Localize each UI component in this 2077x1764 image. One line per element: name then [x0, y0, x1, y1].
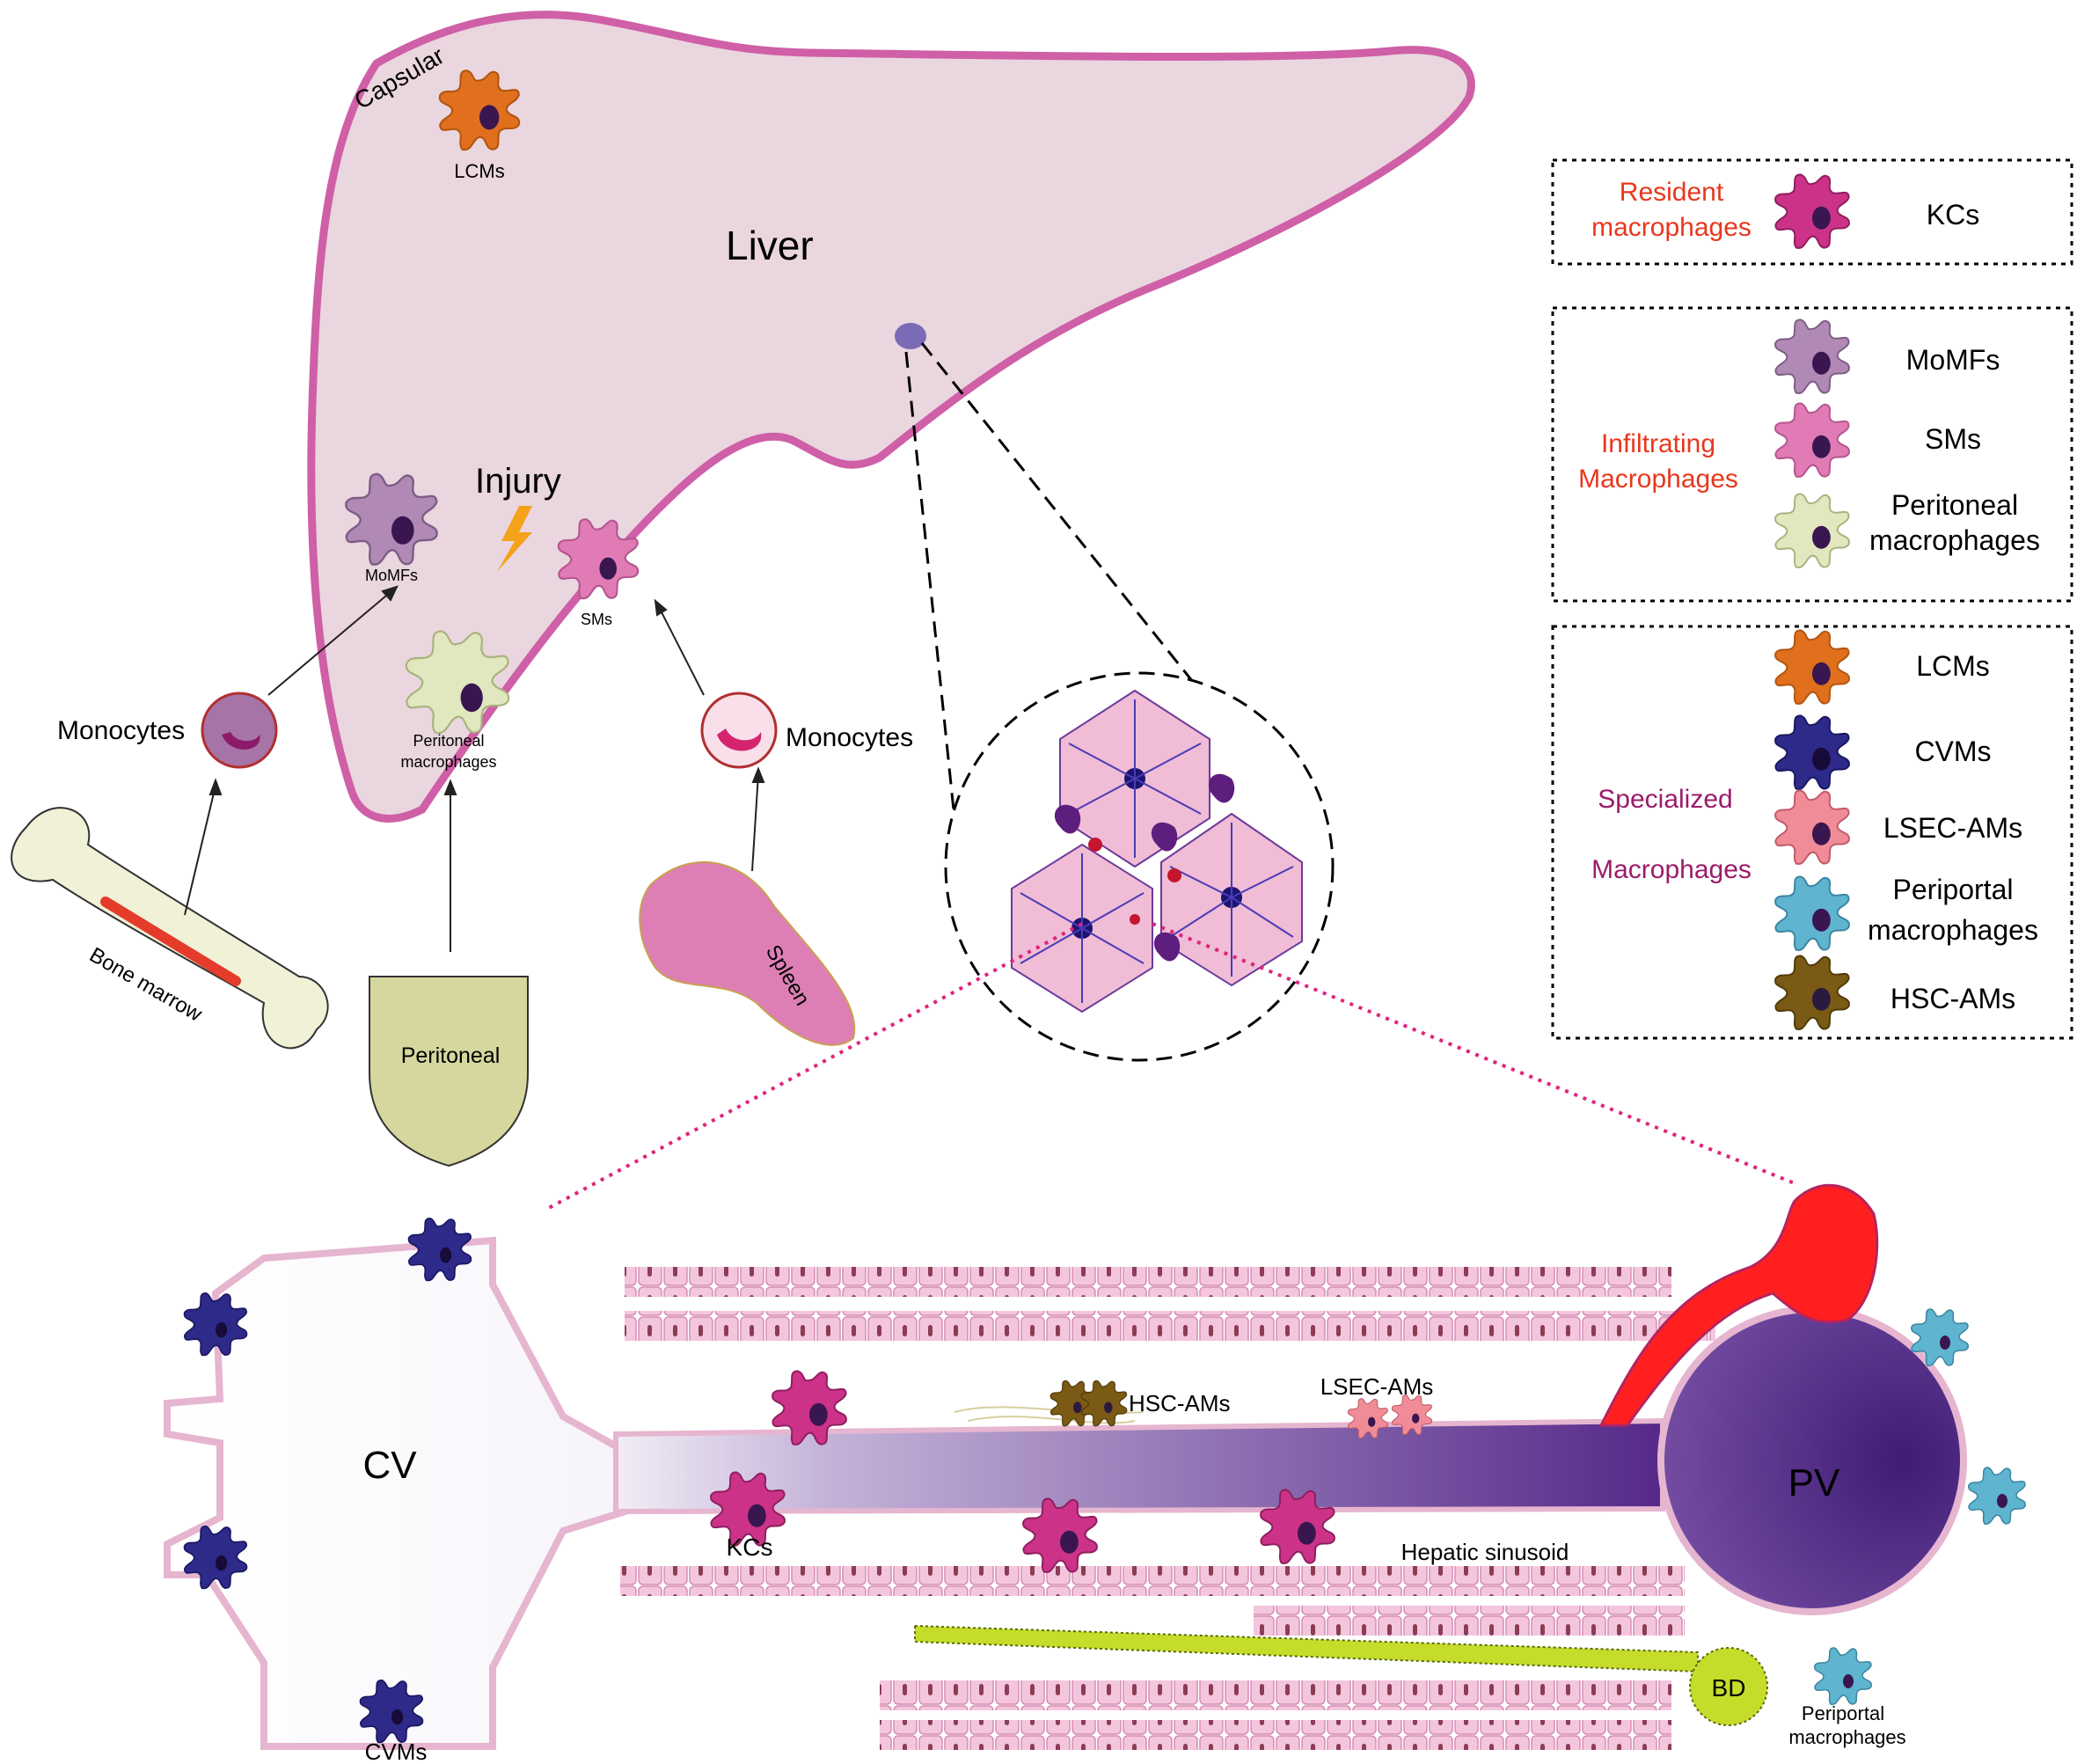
lsec-am-cell	[1391, 1394, 1433, 1436]
kc-cell	[710, 1471, 786, 1547]
zoom-origin-dot	[895, 323, 926, 349]
legend-kcs: KCs	[1927, 199, 1979, 231]
hsc-am-cell	[1049, 1380, 1097, 1427]
legend-sms: SMs	[1925, 423, 1981, 455]
lobule-hexagons	[1011, 689, 1303, 1014]
lightning-icon	[497, 506, 532, 572]
monocytes-left-label: Monocytes	[57, 716, 185, 745]
injury-label: Injury	[475, 462, 561, 501]
legend-peritoneal-icon	[1774, 493, 1850, 568]
legend-hsc-ams: HSC-AMs	[1891, 983, 2015, 1014]
cvm-cell	[407, 1217, 472, 1282]
periportal-macrophage-cell	[1910, 1308, 1970, 1367]
momfs-label: MoMFs	[365, 567, 418, 584]
kc-cell	[1022, 1497, 1098, 1573]
hepatic-sinusoid	[613, 1417, 1665, 1515]
lsec-ams-label: LSEC-AMs	[1320, 1373, 1434, 1400]
legend-resident-title-2: macrophages	[1591, 213, 1752, 242]
monocyte-left	[201, 692, 278, 769]
peritoneal-label: Peritoneal	[401, 1043, 501, 1068]
legend-lsec-ams: LSEC-AMs	[1883, 812, 2022, 844]
cv-label: CV	[362, 1444, 417, 1487]
legend-cvms: CVMs	[1914, 736, 1991, 767]
hepatocyte-plate-5	[880, 1680, 1671, 1710]
legend-infiltrating-title-2: Macrophages	[1578, 465, 1738, 494]
peritoneal-icon	[369, 976, 529, 1167]
peritoneal-mac-label-1: Peritoneal	[413, 732, 484, 750]
sm-cell	[557, 518, 640, 600]
kc-cell	[772, 1370, 847, 1446]
periportal-label-1: Periportal	[1802, 1702, 1884, 1724]
periportal-macrophage-cell	[1813, 1647, 1873, 1706]
legend-resident: Resident macrophages KCs	[1551, 158, 2073, 266]
hsc-am-cell	[1080, 1380, 1128, 1427]
legend-sm-icon	[1774, 402, 1850, 478]
hepatic-sinusoid-label: Hepatic sinusoid	[1401, 1539, 1569, 1565]
legend-lsec-am-icon	[1774, 789, 1850, 865]
sms-label: SMs	[581, 611, 612, 628]
cvm-cell	[359, 1679, 424, 1744]
periportal-label-2: macrophages	[1788, 1726, 1905, 1748]
legend-specialized-title-2: Macrophages	[1591, 855, 1752, 884]
hepatocyte-plate-2	[625, 1311, 1715, 1341]
migration-arrows	[184, 585, 765, 952]
legend-kc-icon	[1774, 173, 1850, 249]
liver-label: Liver	[726, 223, 814, 268]
legend-specialized-title-1: Specialized	[1598, 785, 1732, 814]
lcm-cell	[438, 70, 521, 151]
legend-specialized: Specialized Macrophages LCMs CVMs LSEC-A…	[1551, 625, 2073, 1040]
peritoneal-mac-label-2: macrophages	[400, 753, 496, 771]
cvms-label: CVMs	[365, 1738, 428, 1764]
bone-marrow-icon	[11, 807, 329, 1050]
lsec-am-cell	[1347, 1398, 1389, 1439]
momf-cell	[345, 472, 438, 566]
liver-outline	[307, 11, 1475, 823]
legend-infiltrating-title-1: Infiltrating	[1601, 429, 1715, 458]
periportal-macrophage-cell	[1967, 1467, 2027, 1526]
peritoneal-macrophage-cell	[405, 630, 510, 735]
hepatocyte-plate-6	[880, 1720, 1671, 1750]
hepatic-artery	[1598, 1183, 1879, 1427]
zoom-line-left	[904, 351, 956, 819]
hepatocyte-plate-4	[1254, 1606, 1685, 1636]
spleen-icon	[639, 861, 856, 1046]
legend-resident-title-1: Resident	[1620, 178, 1724, 207]
legend-momf-icon	[1774, 318, 1850, 394]
legend-hsc-am-icon	[1774, 955, 1850, 1030]
legend-infiltrating: Infiltrating Macrophages MoMFs SMs Perit…	[1551, 306, 2073, 603]
legend-momfs: MoMFs	[1906, 344, 2000, 376]
hepatocyte-plate-1	[625, 1267, 1671, 1297]
lcms-label: LCMs	[454, 160, 504, 182]
legend-lcm-icon	[1774, 629, 1850, 705]
monocytes-right-label: Monocytes	[786, 723, 913, 752]
legend-cvm-icon	[1774, 714, 1850, 790]
bile-duct-node	[1689, 1647, 1768, 1726]
kcs-label: KCs	[727, 1533, 773, 1561]
pv-label: PV	[1788, 1461, 1840, 1504]
legend-lcms: LCMs	[1916, 650, 1990, 682]
monocyte-right	[700, 692, 778, 769]
cvm-cell	[183, 1292, 248, 1357]
hsc-ams-label: HSC-AMs	[1129, 1390, 1231, 1416]
cvm-cell	[183, 1525, 248, 1590]
detail-line-left	[545, 922, 1083, 1211]
bd-label: BD	[1712, 1674, 1746, 1702]
legend-periportal-icon	[1774, 875, 1850, 951]
portal-vein	[1657, 1306, 1967, 1615]
kc-cell	[1260, 1489, 1335, 1564]
hepatocyte-plate-3	[620, 1566, 1685, 1596]
